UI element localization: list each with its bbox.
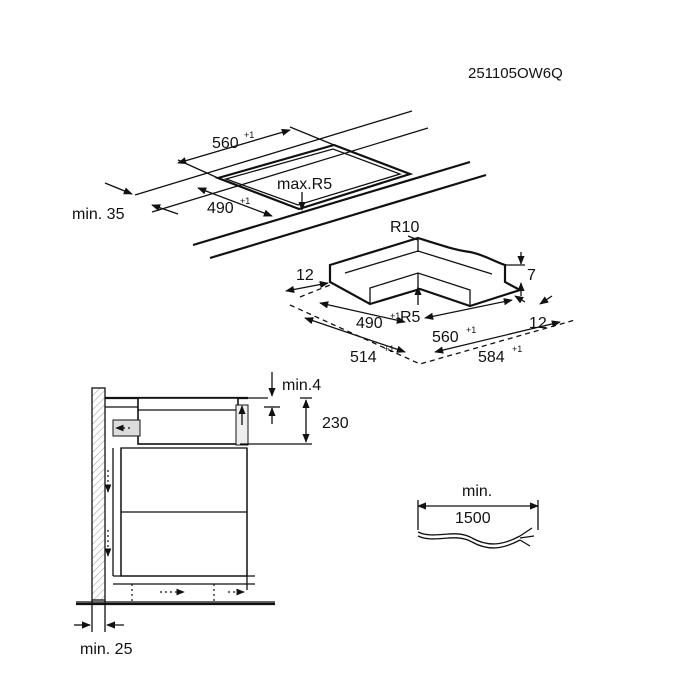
label-top-clearance: min.4 <box>282 377 321 394</box>
label-frame-width-tol: +1 <box>466 325 476 335</box>
label-unit-height: 230 <box>322 415 349 432</box>
label-outer-width: 584 <box>478 349 505 366</box>
label-outer-depth-tol: +1 <box>384 344 394 354</box>
label-frame-side-left: 12 <box>296 267 314 284</box>
drawing-code: 251105OW6Q <box>468 65 563 82</box>
label-frame-inner-radius: R5 <box>400 309 421 326</box>
label-outer-width-tol: +1 <box>512 344 522 354</box>
label-frame-width: 560 <box>432 329 459 346</box>
label-outer-depth: 514 <box>350 349 377 366</box>
label-cutout-depth: 490 <box>207 200 234 217</box>
worktop-cutout-view <box>104 110 487 260</box>
frame-detail-view <box>285 235 576 365</box>
label-cable-length: 1500 <box>455 510 491 527</box>
label-frame-depth: 490 <box>356 315 383 332</box>
label-cutout-depth-tol: +1 <box>240 196 250 206</box>
label-frame-depth-tol: +1 <box>390 311 400 321</box>
cabinet-section-view <box>74 372 312 632</box>
label-cutout-width-tol: +1 <box>244 130 254 140</box>
label-frame-height: 7 <box>527 267 536 284</box>
cable-length-view <box>417 500 539 549</box>
label-rear-clearance: min. 25 <box>80 641 133 658</box>
label-frame-radius: R10 <box>390 219 419 236</box>
label-cable-caption: min. <box>462 483 492 500</box>
label-frame-side-right: 12 <box>529 315 547 332</box>
label-corner-radius: max.R5 <box>277 176 332 193</box>
label-cutout-width: 560 <box>212 135 239 152</box>
label-wall-clearance: min. 35 <box>72 206 125 223</box>
